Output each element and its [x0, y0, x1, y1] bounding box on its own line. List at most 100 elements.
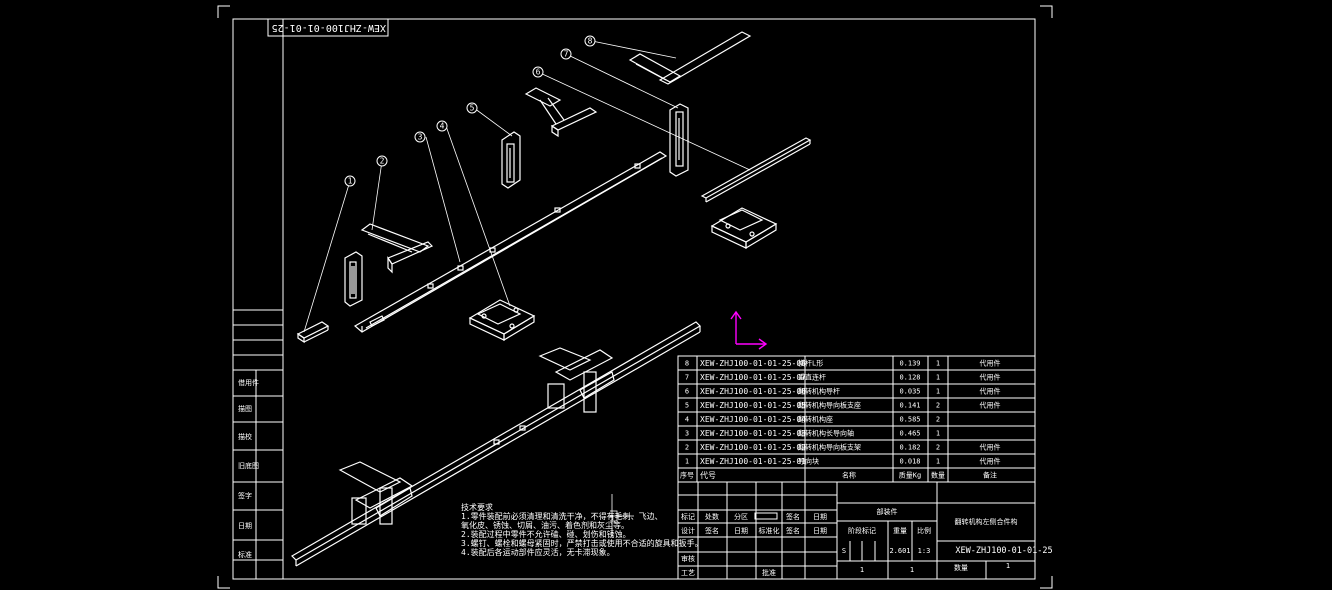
corner-mark-bl	[217, 576, 230, 589]
tb-mark: 标记	[681, 512, 695, 521]
bom-cell-code: XEW-ZHJ100-01-01-25-06	[700, 387, 806, 396]
balloon-label: 7	[564, 50, 569, 59]
notes-line: 3.螺钉、螺栓和螺母紧固时，严禁打击或使用不合适的旋具和扳手。	[461, 538, 703, 548]
tb-approve: 批准	[762, 568, 776, 577]
bom-cell-seq: 4	[685, 416, 689, 424]
assembled-view	[291, 321, 701, 567]
corner-mark-tr	[1040, 5, 1053, 18]
bom-cell-name: 翻转机构导向板支座	[798, 401, 861, 410]
outer-frame	[232, 18, 1036, 580]
bom-cell-remark: 代用件	[980, 401, 1001, 410]
rotated-code-text: XEW-ZHJ100-01-01-25	[272, 22, 386, 33]
bom-header-remark: 备注	[983, 471, 997, 480]
tb-weight-val: 2.601	[889, 547, 910, 555]
bom-cell-name: 导向块	[798, 457, 819, 466]
bom-cell-qty: 1	[936, 458, 940, 466]
bom-cell-code: XEW-ZHJ100-01-01-25-02	[700, 443, 806, 452]
side-label: 日期	[238, 522, 252, 530]
side-label: 描图	[238, 404, 252, 413]
bom-cell-remark: 代用件	[980, 387, 1001, 396]
notes-line: 1.零件装配前必须清理和清洗干净，不得有毛刺、飞边、	[461, 511, 663, 521]
bom-cell-seq: 3	[685, 430, 689, 438]
balloon-label: 4	[440, 122, 445, 131]
part-5-support	[501, 131, 521, 189]
part-4b-seat	[710, 207, 778, 250]
ucs-icon	[730, 310, 768, 350]
bom-cell-name: 翻转机构座	[798, 415, 833, 424]
rotated-code-box: XEW-ZHJ100-01-01-25	[267, 18, 389, 37]
balloon-label: 1	[348, 177, 353, 186]
bom-cell-seq: 6	[685, 388, 689, 396]
bom-header-qty: 数量	[931, 471, 945, 480]
tb-drawing-code: XEW-ZHJ100-01-01-25	[955, 546, 1052, 556]
bom-cell-code: XEW-ZHJ100-01-01-25-08	[700, 359, 806, 368]
notes-line: 2.装配过程中零件不允许磕、碰、划伤和锈蚀。	[461, 529, 631, 539]
bom-cell-name: 横杆L形	[798, 359, 823, 368]
balloon-label: 8	[588, 37, 593, 46]
side-label: 描校	[238, 432, 252, 441]
tb-review: 审核	[681, 554, 695, 563]
bom-cell-qty: 1	[936, 360, 940, 368]
bom-cell-seq: 2	[685, 444, 689, 452]
tb-date-2: 日期	[734, 527, 748, 535]
bom-cell-weight: 0.035	[899, 388, 920, 396]
part-3-long-shaft	[353, 151, 668, 333]
bom-cell-qty: 2	[936, 402, 940, 410]
tb-design: 设计	[681, 526, 695, 535]
part-2-bracket	[344, 223, 434, 307]
left-side-strip	[232, 309, 284, 580]
bom-cell-code: XEW-ZHJ100-01-01-25-03	[700, 429, 806, 438]
notes-line: 4.装配后各运动部件应灵活，无卡滞现象。	[461, 547, 615, 557]
balloon-label: 3	[418, 133, 423, 142]
bom-cell-weight: 0.141	[899, 402, 920, 410]
bom-cell-name: 翻转机构导杆	[798, 387, 840, 396]
tb-stage: S	[842, 547, 846, 555]
tb-sign-3: 签名	[786, 526, 800, 535]
leader-lines	[303, 40, 751, 333]
side-strip-labels: 借用件 描图 描校 旧底图 签字 日期 标准	[238, 378, 259, 559]
bom-header-code: 代号	[700, 470, 716, 480]
bom-cell-name: 垂直连杆	[798, 373, 826, 382]
notes-line: 技术要求	[461, 502, 493, 512]
side-label: 借用件	[238, 378, 259, 387]
part-6-guide-rod	[700, 137, 812, 203]
bom-cell-weight: 0.465	[899, 430, 920, 438]
title-block-text: 标记 处数 分区 签名 日期 设计 签名 日期 标准化 签名 日期 审核 工艺 …	[681, 507, 1053, 577]
tb-sheets-total: 1	[860, 566, 864, 574]
tb-stage-mark: 阶段标记	[848, 526, 876, 535]
side-label: 旧底图	[238, 461, 259, 470]
tb-name: 翻转机构左侧合件构	[955, 517, 1018, 526]
tb-scale-val: 1:3	[918, 547, 931, 555]
tb-sign-2: 签名	[705, 526, 719, 535]
side-label: 标准	[238, 550, 252, 559]
bom-cell-code: XEW-ZHJ100-01-01-25-07	[700, 373, 806, 382]
corner-mark-br	[1040, 576, 1053, 589]
bom-cell-weight: 0.018	[899, 458, 920, 466]
balloon-labels: 1 2 3 4 5 6 7 8	[348, 37, 593, 186]
tb-sheets-val: 1	[1006, 562, 1010, 570]
tb-date: 日期	[813, 513, 827, 521]
bom-cell-weight: 0.139	[899, 360, 920, 368]
bom-cell-name: 翻转机构长导向轴	[798, 429, 854, 438]
tb-process: 工艺	[681, 569, 695, 577]
tb-sign: 签名	[786, 512, 800, 521]
bom-cell-code: XEW-ZHJ100-01-01-25-01	[700, 457, 806, 466]
bom-cell-seq: 7	[685, 374, 689, 382]
exploded-parts	[291, 31, 812, 567]
bom-cell-code: XEW-ZHJ100-01-01-25-05	[700, 401, 806, 410]
bom-cell-weight: 0.182	[899, 444, 920, 452]
bom-header-seq: 序号	[680, 471, 694, 480]
side-label: 签字	[238, 491, 252, 500]
bom-cell-remark: 代用件	[980, 373, 1001, 382]
tb-count: 处数	[705, 512, 719, 521]
bom-cell-seq: 8	[685, 360, 689, 368]
part-2b-bracket	[524, 87, 598, 138]
bom-cell-seq: 5	[685, 402, 689, 410]
bom-cell-qty: 2	[936, 444, 940, 452]
bom-cell-qty: 1	[936, 374, 940, 382]
